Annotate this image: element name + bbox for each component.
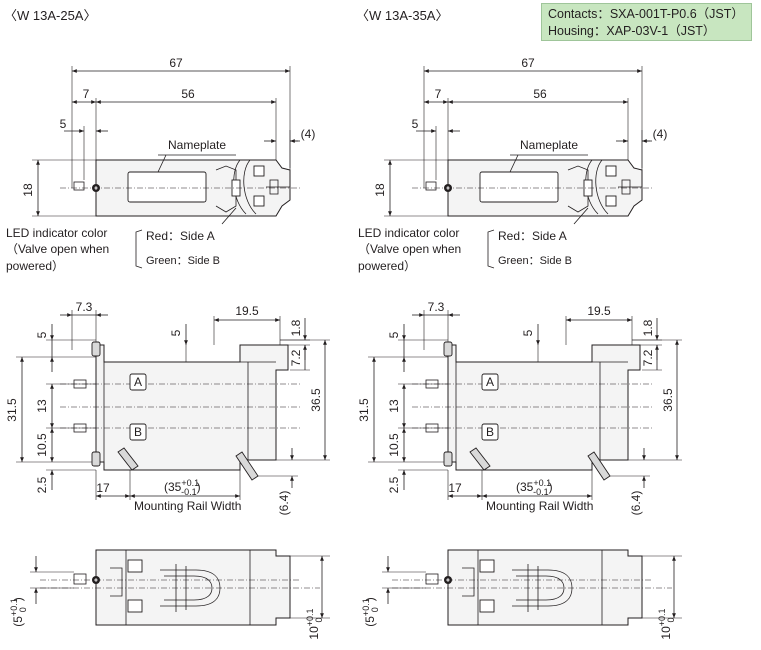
side-a-badge: A <box>486 375 494 389</box>
dim-35-value: (35 <box>164 480 182 494</box>
dim-18: 18 <box>21 183 35 197</box>
dim-bottom-5-tol-dn: 0 <box>370 607 380 612</box>
dim-13: 13 <box>387 399 401 413</box>
dim-bottom-5: (5+0.10) <box>361 597 380 626</box>
dim-7-2: 7.2 <box>641 349 655 366</box>
dim-7-3: 7.3 <box>76 300 93 314</box>
dim-67: 67 <box>521 56 535 70</box>
dim-10-5: 10.5 <box>387 433 401 457</box>
dim-35: (35+0.1-0.1) <box>164 478 201 497</box>
dim-4: (4) <box>653 127 668 141</box>
model-title-right: 〈W 13A-35A〉 <box>356 8 448 23</box>
dim-7: 7 <box>83 87 90 101</box>
dim-2-5: 2.5 <box>35 476 49 493</box>
dim-19-5: 19.5 <box>587 304 611 318</box>
dim-bottom-10-tol-dn: 0 <box>314 617 324 622</box>
dim-2-5: 2.5 <box>387 476 401 493</box>
dim-35-tol-up: +0.1 <box>181 478 199 488</box>
rail-width-label: Mounting Rail Width <box>134 499 241 513</box>
dim-19-5: 19.5 <box>235 304 259 318</box>
side-b-badge: B <box>486 425 494 439</box>
dim-1-8: 1.8 <box>289 319 303 336</box>
dim-bottom-5-close: ) <box>11 597 25 601</box>
dim-31-5: 31.5 <box>5 398 19 422</box>
side-b-badge: B <box>134 425 142 439</box>
dim-10-5: 10.5 <box>35 433 49 457</box>
labels-right: 〈W 13A-35A〉 67 7 56 5 (4) 18 Nameplate L… <box>356 8 676 640</box>
dim-35-tol-dn: -0.1 <box>181 487 197 497</box>
dim-36-5: 36.5 <box>661 388 675 412</box>
dim-35-tol-up: +0.1 <box>533 478 551 488</box>
dim-31-5: 31.5 <box>357 398 371 422</box>
dim-bottom-10-value: 10 <box>659 626 673 640</box>
green-side-label: Green：Side B <box>498 255 572 267</box>
dim-bottom-10: 10+0.10 <box>657 608 676 639</box>
dim-36-5: 36.5 <box>309 388 323 412</box>
dim-4: (4) <box>301 127 316 141</box>
dim-7: 7 <box>435 87 442 101</box>
spec-contacts: Contacts：SXA-001T-P0.6（JST） <box>548 7 744 21</box>
dim-17: 17 <box>96 481 110 495</box>
dim-bottom-5-value: (5 <box>11 616 25 627</box>
rail-width-label: Mounting Rail Width <box>486 499 593 513</box>
dim-bottom-10-tol-dn: 0 <box>666 617 676 622</box>
dim-bottom-5-value: (5 <box>363 616 377 627</box>
dim-5-left: 5 <box>35 331 49 338</box>
dim-bottom-5-tol-up: +0.1 <box>9 598 19 616</box>
dim-bottom-5: (5+0.10) <box>9 597 28 626</box>
dim-1-8: 1.8 <box>641 319 655 336</box>
red-side-label: Red：Side A <box>498 229 567 243</box>
dim-17: 17 <box>448 481 462 495</box>
led-label-2: （Valve open when <box>6 242 109 256</box>
dim-35-close: ) <box>549 480 553 494</box>
dim-18: 18 <box>373 183 387 197</box>
led-label-3: powered） <box>358 259 416 273</box>
dim-5-center: 5 <box>521 329 535 336</box>
green-side-label: Green：Side B <box>146 255 220 267</box>
dim-5-left: 5 <box>387 331 401 338</box>
spec-housing: Housing：XAP-03V-1（JST） <box>548 24 716 38</box>
led-label-3: powered） <box>6 259 64 273</box>
dim-67: 67 <box>169 56 183 70</box>
red-side-label: Red：Side A <box>146 229 215 243</box>
dim-5-center: 5 <box>169 329 183 336</box>
spec-box: Contacts：SXA-001T-P0.6（JST） Housing：XAP-… <box>541 3 752 41</box>
dim-bottom-5-tol-dn: 0 <box>18 607 28 612</box>
led-label-2: （Valve open when <box>358 242 461 256</box>
labels-left: 〈W 13A-25A〉 67 7 56 5 (4) 18 Nameplate L… <box>4 8 324 640</box>
dim-35-close: ) <box>197 480 201 494</box>
dim-bottom-10-value: 10 <box>307 626 321 640</box>
dim-6-4: (6.4) <box>629 491 643 516</box>
dim-bottom-5-close: ) <box>363 597 377 601</box>
led-label-1: LED indicator color <box>358 226 459 240</box>
dim-13: 13 <box>35 399 49 413</box>
dim-35: (35+0.1-0.1) <box>516 478 553 497</box>
dim-bottom-10-tol-up: +0.1 <box>305 608 315 626</box>
dim-5: 5 <box>412 117 419 131</box>
dim-7-3: 7.3 <box>428 300 445 314</box>
dim-bottom-10: 10+0.10 <box>305 608 324 639</box>
dim-56: 56 <box>533 87 547 101</box>
dim-56: 56 <box>181 87 195 101</box>
model-title-left: 〈W 13A-25A〉 <box>4 8 96 23</box>
nameplate-label: Nameplate <box>168 138 226 152</box>
dim-bottom-10-tol-up: +0.1 <box>657 608 667 626</box>
dim-7-2: 7.2 <box>289 349 303 366</box>
side-a-badge: A <box>134 375 142 389</box>
led-label-1: LED indicator color <box>6 226 107 240</box>
dim-35-tol-dn: -0.1 <box>533 487 549 497</box>
dim-bottom-5-tol-up: +0.1 <box>361 598 371 616</box>
nameplate-label: Nameplate <box>520 138 578 152</box>
dim-5: 5 <box>60 117 67 131</box>
dim-6-4: (6.4) <box>277 491 291 516</box>
dim-35-value: (35 <box>516 480 534 494</box>
